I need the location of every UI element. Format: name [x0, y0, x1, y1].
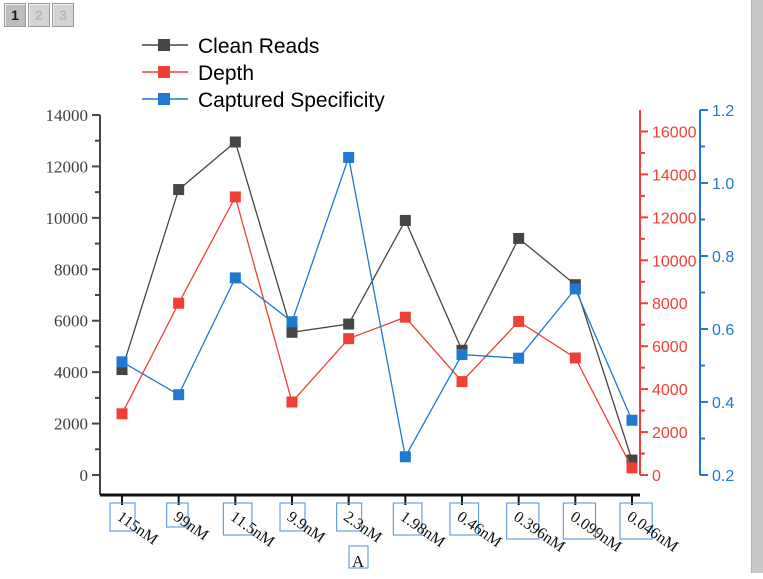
data-point-marker[interactable]: [286, 396, 298, 408]
data-point-marker[interactable]: [399, 451, 411, 463]
specificity-axis-tick-label: 0.4: [712, 395, 734, 412]
depth-axis-tick-label: 14000: [652, 167, 697, 184]
data-point-marker[interactable]: [173, 297, 185, 309]
data-point-marker[interactable]: [229, 272, 241, 284]
data-point-marker[interactable]: [343, 151, 355, 163]
category-label-box[interactable]: [449, 502, 480, 536]
specificity-axis-tick-label: 1.0: [712, 176, 734, 193]
category-label[interactable]: 99nM: [170, 508, 211, 544]
legend-marker-1: [158, 66, 170, 78]
legend-label-1[interactable]: Depth: [198, 62, 254, 85]
depth-axis-tick-label: 0: [652, 468, 661, 485]
data-point-marker[interactable]: [626, 414, 638, 426]
category-label[interactable]: 115nM: [114, 508, 161, 548]
data-point-marker[interactable]: [343, 333, 355, 345]
data-point-marker[interactable]: [286, 326, 298, 338]
category-label-box[interactable]: [336, 502, 363, 532]
category-label[interactable]: 9.9nM: [284, 508, 328, 546]
layer-tab-bar[interactable]: 1 2 3: [4, 3, 74, 27]
specificity-axis-tick-label: 1.2: [712, 103, 734, 120]
depth-axis-tick-label: 6000: [652, 339, 688, 356]
data-point-marker[interactable]: [286, 316, 298, 328]
specificity-axis-tick-label: 0.2: [712, 468, 734, 485]
category-label-box[interactable]: [279, 502, 306, 532]
depth-axis-tick-label: 12000: [652, 210, 697, 227]
specificity-axis-tick-label: 0.6: [712, 322, 734, 339]
left-axis-tick-label: 0: [80, 466, 89, 485]
right-scroll-gutter[interactable]: [751, 0, 763, 579]
category-label[interactable]: 2.3nM: [340, 508, 384, 546]
left-axis-tick-label: 8000: [54, 260, 88, 279]
category-label-box[interactable]: [562, 502, 597, 540]
specificity-axis-tick-label: 0.8: [712, 249, 734, 266]
chart-canvas: 0 2000 4000 6000 8000 10000 12000 14000 0 2000 400…: [46, 35, 735, 571]
data-point-marker[interactable]: [399, 311, 411, 323]
layer-tab-3[interactable]: 3: [52, 3, 74, 27]
depth-axis-tick-label: 16000: [652, 124, 697, 141]
category-label-box[interactable]: [619, 502, 653, 540]
data-point-marker[interactable]: [116, 408, 128, 420]
category-label[interactable]: 0.46nM: [454, 508, 505, 551]
legend-label-2[interactable]: Captured Specificity: [198, 89, 385, 112]
left-axis-tick-label: 4000: [54, 363, 88, 382]
category-label-box[interactable]: [166, 502, 189, 528]
depth-axis-tick-label: 10000: [652, 253, 697, 270]
layer-tab-1[interactable]: 1: [4, 3, 26, 27]
chart-plot-area[interactable]: 0 2000 4000 6000 8000 10000 12000 14000 0 2000 400…: [0, 0, 752, 573]
depth-axis-tick-label: 2000: [652, 425, 688, 442]
data-point-marker[interactable]: [513, 232, 525, 244]
category-label-box[interactable]: [222, 502, 253, 536]
data-point-marker[interactable]: [569, 283, 581, 295]
depth-axis-tick-label: 4000: [652, 382, 688, 399]
data-point-marker[interactable]: [399, 214, 411, 226]
x-axis-title-box[interactable]: [348, 545, 369, 569]
left-axis-tick-label: 14000: [46, 106, 89, 125]
data-point-marker[interactable]: [626, 462, 638, 474]
data-point-marker[interactable]: [116, 356, 128, 368]
data-point-marker[interactable]: [626, 454, 638, 466]
left-axis-tick-label: 6000: [54, 312, 88, 331]
data-point-marker[interactable]: [173, 184, 185, 196]
legend-marker-2: [158, 93, 170, 105]
legend-marker-0: [158, 39, 170, 51]
data-point-marker[interactable]: [569, 352, 581, 364]
bottom-gutter: [0, 573, 763, 579]
category-label-box[interactable]: [506, 502, 540, 540]
data-point-marker[interactable]: [229, 136, 241, 148]
series-line-0[interactable]: [121, 140, 633, 461]
data-point-marker[interactable]: [456, 376, 468, 388]
series-line-2[interactable]: [121, 154, 633, 459]
x-axis-title[interactable]: A: [352, 552, 365, 571]
category-label-box[interactable]: [392, 502, 423, 536]
data-point-marker[interactable]: [513, 352, 525, 364]
left-axis-tick-label: 12000: [46, 157, 89, 176]
layer-tab-2[interactable]: 2: [28, 3, 50, 27]
data-point-marker[interactable]: [229, 191, 241, 203]
legend-label-0[interactable]: Clean Reads: [198, 35, 319, 58]
data-point-marker[interactable]: [173, 389, 185, 401]
data-point-marker[interactable]: [343, 318, 355, 330]
left-axis-tick-label: 2000: [54, 415, 88, 434]
data-point-marker[interactable]: [513, 315, 525, 327]
category-label-box[interactable]: [109, 502, 136, 532]
category-label[interactable]: 1.98nM: [397, 508, 448, 551]
left-axis-tick-label: 10000: [46, 209, 89, 228]
series-line-1[interactable]: [121, 195, 633, 469]
data-point-marker[interactable]: [116, 364, 128, 376]
depth-axis-tick-label: 8000: [652, 296, 688, 313]
data-point-marker[interactable]: [456, 349, 468, 361]
